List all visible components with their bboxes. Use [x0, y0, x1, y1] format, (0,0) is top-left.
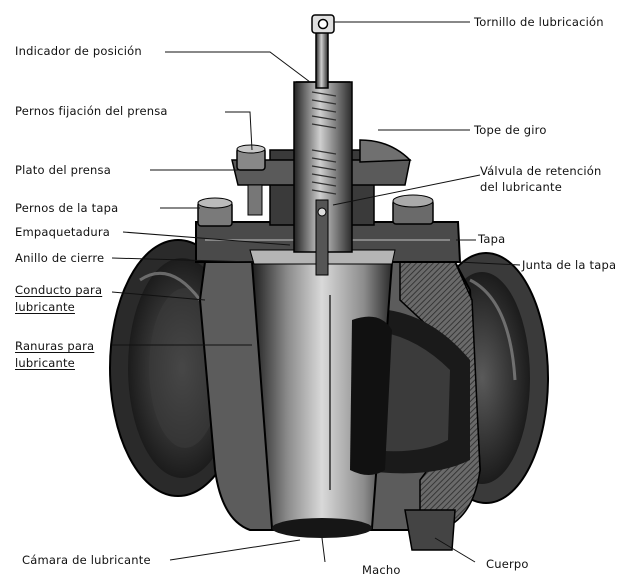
label-lubricant-duct-line1: Conducto para	[15, 283, 103, 297]
label-lubricant-chamber: Cámara de lubricante	[22, 553, 151, 567]
label-lubricant-grooves-line2: lubricante	[15, 356, 75, 370]
leader-lines	[111, 21, 521, 563]
cover-bolts	[197, 194, 434, 227]
plug	[250, 261, 394, 538]
label-cover: Tapa	[478, 232, 506, 246]
label-lubricant-grooves-line1: Ranuras para	[15, 339, 95, 353]
label-position-indicator: Indicador de posición	[15, 44, 142, 58]
label-check-valve-line2: del lubricante	[480, 180, 562, 194]
label-gland-plate: Plato del prensa	[15, 163, 111, 177]
lubrication-screw	[311, 14, 335, 89]
stem	[293, 81, 353, 276]
label-lubrication-screw: Tornillo de lubricación	[474, 15, 604, 29]
label-gland-bolts: Pernos fijación del prensa	[15, 104, 168, 118]
label-lubricant-duct-line2: lubricante	[15, 300, 75, 314]
label-cover-bolts: Pernos de la tapa	[15, 201, 119, 215]
label-check-valve-line1: Válvula de retención	[480, 164, 602, 178]
label-packing: Empaquetadura	[15, 225, 110, 239]
label-cover-gasket: Junta de la tapa	[522, 258, 617, 272]
label-sealing-ring: Anillo de cierre	[15, 251, 105, 265]
label-body: Cuerpo	[486, 557, 529, 571]
label-plug: Macho	[362, 563, 401, 577]
label-rotation-stop: Tope de giro	[474, 123, 547, 137]
